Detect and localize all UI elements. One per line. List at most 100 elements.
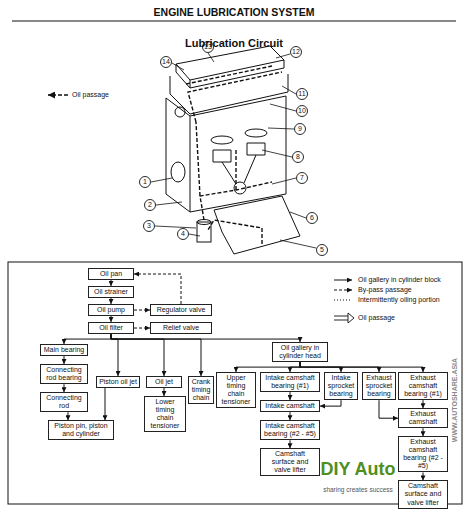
flow-arrow (423, 428, 424, 436)
callout-circle (161, 57, 172, 68)
box-text: Intake sprocket bearing (327, 374, 355, 398)
flow-box: Oil gallery in cylinder head (272, 342, 328, 362)
callout-number: 1 (143, 178, 147, 186)
callout-circle (295, 124, 306, 135)
flow-box: Relief valve (150, 322, 212, 334)
flow-box: Intake camshaft (260, 400, 320, 412)
callout-circle (297, 89, 308, 100)
callout-number: 8 (296, 153, 300, 161)
piston (213, 150, 231, 162)
crank-pulley (171, 162, 185, 182)
callout-circle (140, 177, 151, 188)
callout-number: 12 (292, 48, 300, 56)
connectors (64, 274, 423, 480)
box-text: Exhaust camshaft bearing (#1) (401, 374, 445, 398)
leader-line (270, 104, 296, 111)
box-text: Piston pin, piston and cylinder (51, 422, 111, 438)
cylinder-bore (245, 129, 267, 137)
leader-line (151, 178, 172, 182)
flow-box: Connecting rod bearing (40, 364, 88, 384)
callout-circle (291, 47, 302, 58)
callout-number: 11 (298, 90, 305, 98)
flow-box: Oil filter (88, 322, 134, 334)
header-rule (12, 20, 456, 21)
box-text: Main bearing (43, 346, 85, 354)
legend-text: Oil passage (358, 314, 446, 322)
flow-arrow (423, 400, 424, 408)
box-text: Relief valve (153, 324, 209, 332)
flow-box: Crank timing chain (188, 376, 214, 404)
flow-box: Intake camshaft bearing (#1) (260, 372, 320, 392)
flow-arrow (64, 384, 65, 392)
flow-box: Piston oil jet (96, 376, 140, 388)
bypass-arrow (134, 328, 150, 329)
leader-line (172, 63, 184, 70)
leader-line (155, 226, 196, 228)
oil-passage-line (188, 72, 282, 122)
box-text: Connecting rod (43, 394, 85, 410)
oil-filter (197, 220, 211, 225)
legend-sample (348, 313, 354, 323)
flow-arrow (300, 362, 423, 372)
callout-number: 6 (310, 214, 314, 222)
callout-number: 13 (204, 43, 212, 51)
box-text: Intake camshaft bearing (#2 - #5) (263, 422, 317, 438)
box-text: Exhaust camshaft bearing (#2 - #5) (401, 438, 445, 470)
flow-arrow (68, 412, 69, 420)
box-text: Exhaust camshaft (401, 410, 445, 426)
legend-sample (334, 280, 352, 281)
flowchart-frame (8, 262, 462, 504)
flow-box: Oil jet (146, 376, 182, 388)
bypass-arrow (134, 310, 150, 311)
legend-text: Intermittently oiling portion (358, 296, 446, 304)
box-text: Oil gallery in cylinder head (275, 344, 325, 360)
box-text: Oil filter (91, 324, 131, 332)
callout-number: 2 (148, 201, 152, 209)
leader-line (189, 234, 200, 236)
box-text: Camshaft surface and valve lifter (401, 482, 445, 506)
circuit-subtitle: Lubrication Circuit (185, 37, 283, 49)
leader-lines (151, 53, 316, 248)
flow-box: Exhaust camshaft bearing (#1) (398, 372, 448, 400)
flow-arrow (320, 400, 341, 406)
flow-arrow (290, 440, 291, 448)
leader-line (272, 178, 296, 184)
legend-text: Oil gallery in cylinder block (358, 276, 446, 284)
box-text: Oil pump (91, 306, 131, 314)
flow-box: Intake camshaft bearing (#2 - #5) (260, 420, 320, 440)
flow-box: Oil pan (88, 268, 134, 280)
flow-box: Oil strainer (88, 286, 134, 298)
box-text: Oil pan (91, 270, 131, 278)
flow-box: Camshaft surface and valve lifter (398, 480, 448, 508)
cam-sprocket (175, 107, 185, 117)
callout-number: 10 (298, 107, 306, 115)
box-text: Crank timing chain (191, 378, 211, 402)
flow-arrow (111, 334, 164, 376)
flow-box: Exhaust sprocket bearing (362, 372, 396, 400)
box-text: Intake camshaft bearing (#1) (263, 374, 317, 390)
legend-sample (334, 300, 352, 301)
box-text: Intake camshaft (263, 402, 317, 410)
legend-sample (48, 94, 68, 95)
rocker-cover (176, 60, 284, 88)
legend-text: By-pass passage (358, 286, 446, 294)
watermark-tagline: sharing creates success (323, 486, 393, 493)
box-text: Upper timing chain tensioner (219, 374, 253, 406)
flow-box: Connecting rod (40, 392, 88, 412)
legend-text: Oil passage (72, 91, 142, 99)
flow-box: Exhaust camshaft (398, 408, 448, 428)
callout-number: 9 (298, 125, 302, 133)
callout-circle (293, 152, 304, 163)
callout-circle (307, 213, 318, 224)
flow-box: Camshaft surface and valve lifter (260, 448, 320, 476)
flow-arrow (111, 334, 300, 342)
page-title: ENGINE LUBRICATION SYSTEM (0, 6, 468, 18)
callout-circle (178, 229, 189, 240)
callout-circle (145, 200, 156, 211)
callout-number: 3 (147, 222, 151, 230)
flow-arrow (111, 334, 118, 376)
watermark: WWW.AUTOSHARE.ASIA (451, 358, 459, 442)
box-text: Lower timing chain tensioner (147, 398, 183, 430)
oil-pan (214, 196, 300, 254)
